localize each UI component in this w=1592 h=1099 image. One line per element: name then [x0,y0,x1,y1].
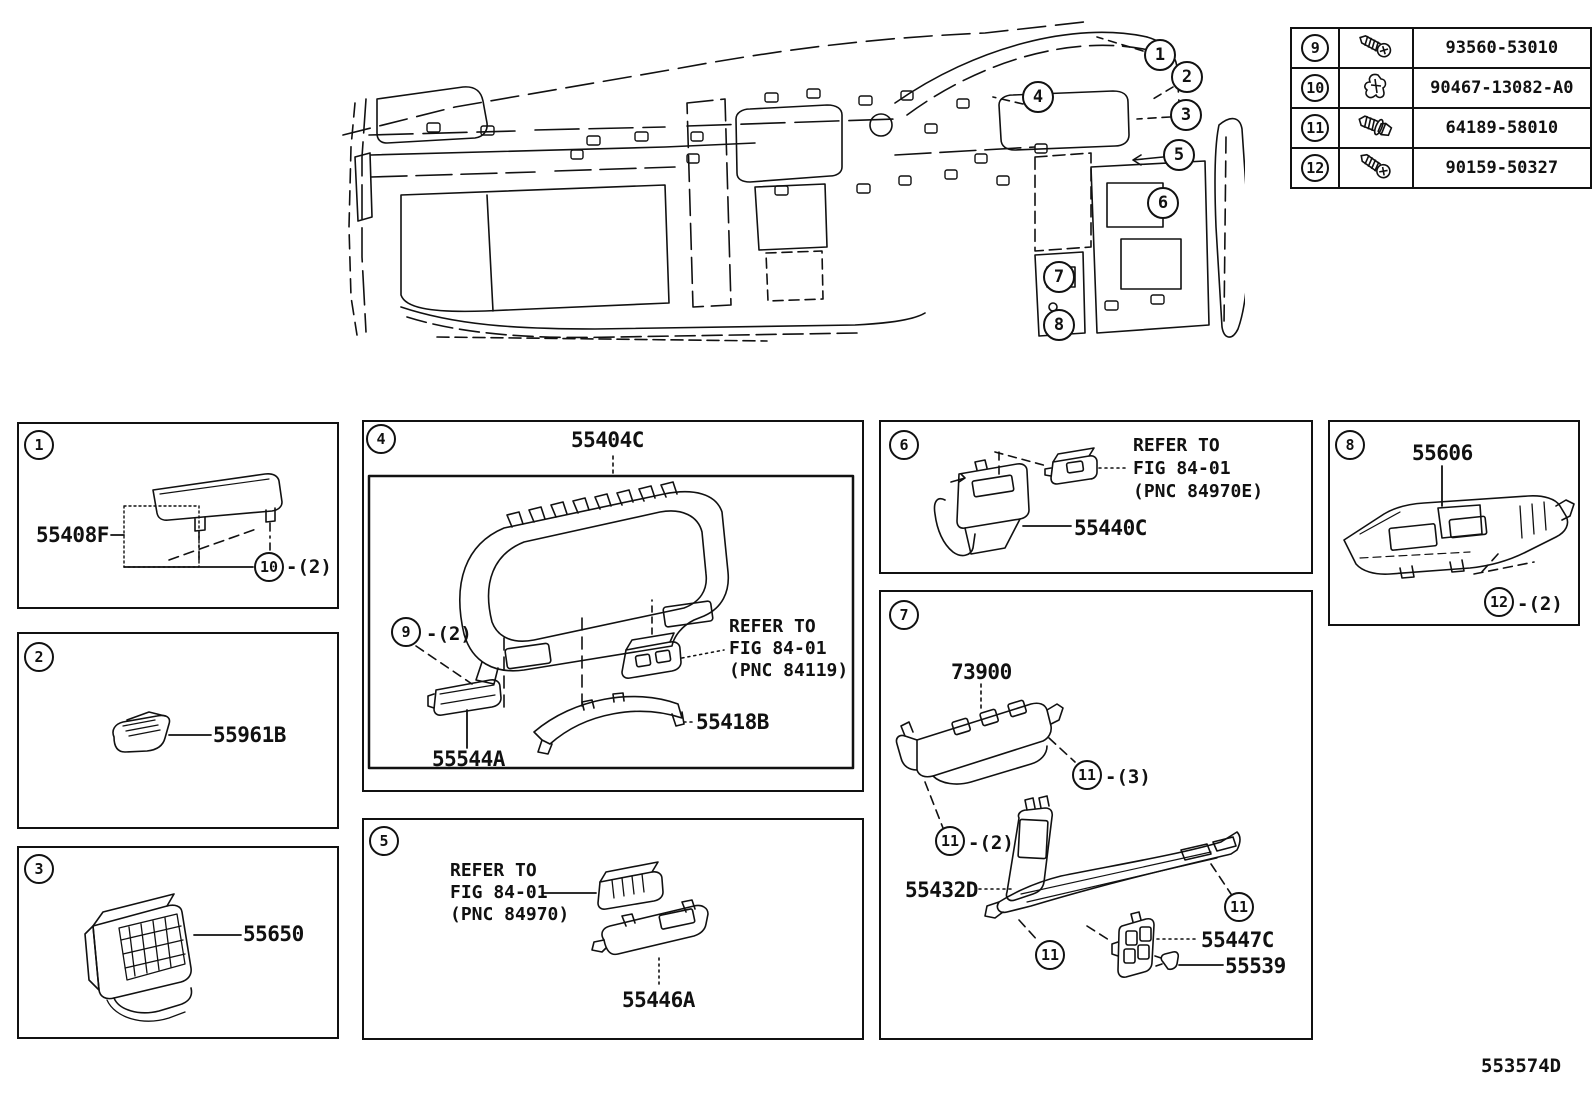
main-callout-2: 2 [1171,61,1203,93]
fastener-part-number: 90467-13082-A0 [1411,67,1592,109]
hex-bolt-icon [1358,115,1393,137]
fastener-part-number: 93560-53010 [1411,27,1592,69]
part-label-55961B: 55961B [213,723,286,747]
fastener-callout: 11 [1301,114,1330,142]
main-diagram: 1 2 3 4 5 6 7 8 [335,5,1245,355]
detail-panel-1: 1 55408F 10 -(2) [17,422,339,609]
tapping-screw-icon [1360,153,1391,179]
part-label-55446A: 55446A [622,988,695,1012]
fastener-callout: 10 [1301,74,1330,102]
part-label-55539: 55539 [1225,954,1286,978]
refer-note-line2: FIG 84-01 [450,882,548,903]
refer-note-line2: FIG 84-01 [729,638,827,659]
detail-panel-7: 7 73900 11 -(3) 11 -(2) 55432D 11 11 554… [879,590,1313,1040]
refer-note-line3: (PNC 84970E) [1133,481,1264,502]
fastener-callout-11d: 11 [1035,940,1065,970]
part-label-55432D: 55432D [905,878,978,902]
panel-number-callout: 8 [1335,430,1365,460]
refer-note-line1: REFER TO [450,860,537,881]
part-label-55440C: 55440C [1074,516,1147,540]
part-label-55606: 55606 [1412,441,1473,465]
under-cover-art [1343,465,1575,579]
part-label-55544A: 55544A [432,747,505,771]
detail-panel-8: 8 55606 12 -(2) [1328,420,1580,626]
clip-markers [426,88,1165,311]
refer-note-line1: REFER TO [729,616,816,637]
fastener-callout-9: 9 [391,617,421,647]
refer-note-line3: (PNC 84119) [729,660,849,681]
main-callout-4: 4 [1022,81,1054,113]
panel-number-callout: 1 [24,430,54,460]
panel-number-callout: 7 [889,600,919,630]
detail-panel-2: 2 55961B [17,632,339,829]
part-label-73900: 73900 [951,660,1012,684]
table-row: 12 90159-50327 [1289,147,1592,189]
refer-note-line3: (PNC 84970) [450,904,570,925]
panel-number-callout: 4 [366,424,396,454]
detail-panel-4: 4 55404C 9 -(2) 55544A REFER TO FIG 84-0… [362,420,864,792]
panel-number-callout: 3 [24,854,54,884]
knee-airbag-and-lower-panel-art [895,683,1241,978]
part-label-55408F: 55408F [36,523,109,547]
fastener-callout: 12 [1301,154,1330,182]
fastener-qty: -(2) [286,556,332,578]
panel-number-callout: 2 [24,642,54,672]
fastener-table: 9 93560-53010 10 90467-13082-A0 11 [1289,27,1592,189]
fastener-callout-10: 10 [254,552,284,582]
panel-number-callout: 6 [889,430,919,460]
table-row: 10 90467-13082-A0 [1289,67,1592,109]
table-row: 11 64189-58010 [1289,107,1592,149]
fastener-part-number: 90159-50327 [1411,147,1592,189]
main-callout-7: 7 [1043,261,1075,293]
cluster-hood-art [367,455,855,770]
fastener-callout-11b: 11 [935,826,965,856]
main-callout-8: 8 [1043,309,1075,341]
refer-note-line2: FIG 84-01 [1133,458,1231,479]
detail-panel-5: 5 REFER TO FIG 84-01 (PNC 84970) 55446A [362,818,864,1040]
table-row: 9 93560-53010 [1289,27,1592,69]
side-register-art [84,893,242,1022]
figure-id: 553574D [1481,1055,1562,1077]
clip-icon [1364,73,1387,99]
main-callout-1: 1 [1144,39,1176,71]
part-label-55404C: 55404C [571,428,644,452]
side-defroster-nozzle-art [112,711,212,753]
part-label-55650: 55650 [243,922,304,946]
fastener-callout: 9 [1301,34,1330,62]
fastener-qty: -(2) [1517,593,1563,615]
instrument-panel-exploded-art [342,20,1245,342]
fastener-qty-a: -(3) [1105,766,1151,788]
cover-plate-art [110,473,283,568]
console-pocket-art [933,447,1130,557]
fastener-part-number: 64189-58010 [1411,107,1592,149]
main-callout-5: 5 [1163,139,1195,171]
part-label-55447C: 55447C [1201,928,1274,952]
main-callout-3: 3 [1170,99,1202,131]
fastener-qty-b: -(2) [968,832,1014,854]
main-callout-6: 6 [1147,187,1179,219]
panel-number-callout: 5 [369,826,399,856]
fastener-callout-11a: 11 [1072,760,1102,790]
refer-note-line1: REFER TO [1133,435,1220,456]
fastener-callout-12: 12 [1484,587,1514,617]
lower-trim-strip-art [541,861,709,987]
detail-panel-6: 6 REFER TO FIG 84-01 (PNC 84970E) 55440C [879,420,1313,574]
fastener-callout-11c: 11 [1224,892,1254,922]
part-label-55418B: 55418B [696,710,769,734]
tapping-screw-icon [1359,35,1392,58]
fastener-qty: -(2) [426,623,472,645]
detail-panel-3: 3 55650 [17,846,339,1039]
